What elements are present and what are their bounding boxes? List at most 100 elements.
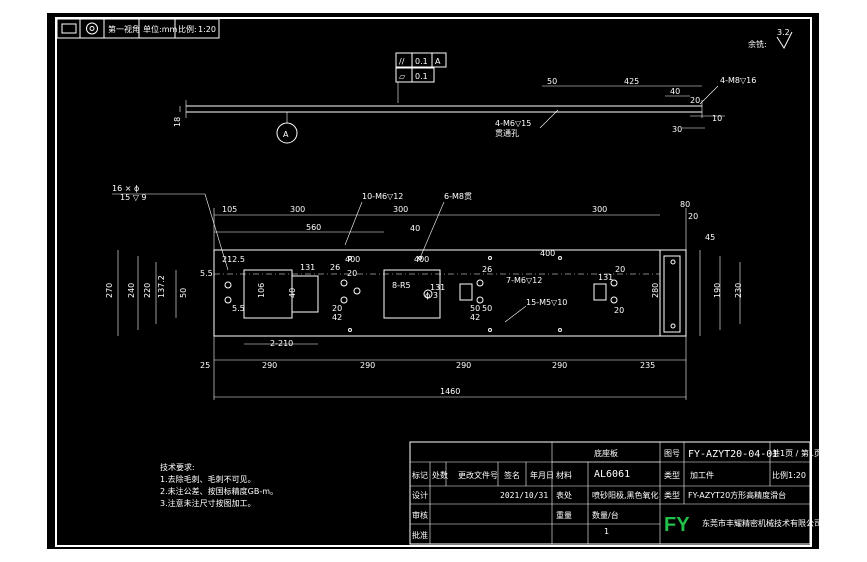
svg-text:3.注意未注尺寸按图加工。: 3.注意未注尺寸按图加工。 [160, 498, 256, 508]
svg-text:20: 20 [614, 306, 624, 315]
svg-text:共1页 / 第1页: 共1页 / 第1页 [772, 448, 822, 458]
tolerance-frames: // 0.1 A ▱ 0.1 [395, 52, 447, 103]
svg-text:240: 240 [127, 283, 136, 298]
svg-text:20: 20 [615, 265, 625, 274]
top-view: 18 A 50 425 40 20 10 30 4-M8▽16 4-M6▽15 … [173, 76, 756, 144]
svg-text:190: 190 [713, 283, 722, 298]
svg-text:10-M6▽12: 10-M6▽12 [362, 192, 403, 201]
svg-text:8-R5: 8-R5 [392, 281, 411, 290]
company-logo: FY [664, 514, 690, 536]
svg-text:105: 105 [222, 205, 237, 214]
projection-icon [61, 23, 77, 34]
technical-notes: 技术要求: 1.去除毛刺、毛刺不可见。 2.未注公差、按国标精度GB-m。 3.… [160, 462, 278, 508]
svg-text:4-M6▽15: 4-M6▽15 [495, 119, 531, 128]
svg-text:喷砂阳极,黑色氧化: 喷砂阳极,黑色氧化 [592, 490, 659, 500]
svg-text:220: 220 [143, 283, 152, 298]
drawing-number: FY-AZYT20-04-01 [688, 449, 778, 460]
svg-text:20: 20 [690, 96, 700, 105]
svg-text:加工件: 加工件 [690, 470, 714, 480]
svg-text:300: 300 [592, 205, 607, 214]
svg-text:270: 270 [105, 283, 114, 298]
svg-text:40: 40 [670, 87, 680, 96]
svg-text:290: 290 [552, 361, 567, 370]
svg-text:40: 40 [410, 224, 420, 233]
drawing-frame [47, 13, 819, 549]
company-name: 东莞市丰耀精密机械技术有限公司 [702, 518, 822, 528]
date-value: 2021/10/31 [500, 491, 548, 500]
material-value: AL6061 [594, 469, 630, 480]
svg-text:20: 20 [688, 212, 698, 221]
svg-text:5.5: 5.5 [232, 304, 245, 313]
svg-text:类型: 类型 [664, 490, 680, 500]
roughness-symbol: 余铣: 3.2 [748, 28, 793, 50]
svg-text:50: 50 [482, 304, 492, 313]
svg-text:290: 290 [360, 361, 375, 370]
svg-text:20: 20 [332, 304, 342, 313]
svg-text:300: 300 [393, 205, 408, 214]
svg-text:280: 280 [651, 283, 660, 298]
svg-text:25: 25 [200, 361, 210, 370]
svg-text:签名: 签名 [504, 470, 520, 480]
front-view: 105 300 300 300 560 400 40 400 400 212.5… [105, 184, 743, 400]
svg-text:300: 300 [290, 205, 305, 214]
svg-text:290: 290 [456, 361, 471, 370]
svg-text:50: 50 [470, 304, 480, 313]
svg-text:1.去除毛刺、毛刺不可见。: 1.去除毛刺、毛刺不可见。 [160, 474, 256, 484]
svg-text:更改文件号: 更改文件号 [458, 470, 498, 480]
title-bar: 第一视角 单位:mm 比例: 1:20 [56, 18, 220, 39]
svg-text:230: 230 [734, 283, 743, 298]
svg-text:年月日: 年月日 [530, 470, 554, 480]
svg-text:1: 1 [604, 527, 609, 536]
svg-text:131: 131 [430, 283, 445, 292]
svg-text:A: A [283, 130, 289, 139]
svg-text:贯通孔: 贯通孔 [495, 128, 519, 138]
svg-text:18: 18 [173, 117, 182, 127]
svg-text:400: 400 [540, 249, 555, 258]
svg-text:类型: 类型 [664, 470, 680, 480]
svg-text:余铣:: 余铣: [748, 39, 767, 49]
svg-text:3.2: 3.2 [777, 28, 790, 37]
svg-text:审核: 审核 [412, 510, 428, 520]
svg-text:42: 42 [470, 313, 480, 322]
svg-text:235: 235 [640, 361, 655, 370]
svg-text:ϕ 3: ϕ 3 [425, 291, 438, 300]
svg-text:2-210: 2-210 [270, 339, 293, 348]
svg-text:26: 26 [482, 265, 492, 274]
svg-text:42: 42 [332, 313, 342, 322]
svg-text:290: 290 [262, 361, 277, 370]
svg-text:425: 425 [624, 77, 639, 86]
svg-text:FY-AZYT20方形高精度滑台: FY-AZYT20方形高精度滑台 [688, 490, 786, 500]
svg-text:80: 80 [680, 200, 690, 209]
svg-text:标记: 标记 [412, 470, 428, 480]
svg-text:212.5: 212.5 [222, 255, 245, 264]
svg-text:4-M8▽16: 4-M8▽16 [720, 76, 756, 85]
svg-text:137.2: 137.2 [157, 275, 166, 298]
svg-text:26: 26 [330, 263, 340, 272]
svg-text:50: 50 [179, 288, 188, 298]
svg-text:设计: 设计 [412, 490, 428, 500]
svg-text:400: 400 [414, 255, 429, 264]
svg-text:1460: 1460 [440, 387, 460, 396]
svg-text:批准: 批准 [412, 530, 428, 540]
svg-text:A: A [435, 57, 441, 66]
svg-text:6-M8贯: 6-M8贯 [444, 192, 472, 201]
svg-text:表处: 表处 [556, 490, 572, 500]
svg-text:15-M5▽10: 15-M5▽10 [526, 298, 567, 307]
svg-text:30: 30 [672, 125, 682, 134]
svg-text:20: 20 [347, 269, 357, 278]
svg-text:第一视角: 第一视角 [108, 24, 140, 34]
svg-text:45: 45 [705, 233, 715, 242]
svg-text:16 × ϕ: 16 × ϕ [112, 184, 139, 193]
svg-text:▱: ▱ [399, 72, 406, 81]
border-frame [55, 17, 812, 547]
svg-text:400: 400 [345, 255, 360, 264]
svg-text:2.未注公差、按国标精度GB-m。: 2.未注公差、按国标精度GB-m。 [160, 486, 278, 496]
part-name: 底座板 [594, 448, 618, 458]
svg-text:单位:mm: 单位:mm [143, 24, 177, 34]
svg-text:5.5: 5.5 [200, 269, 213, 278]
svg-text:560: 560 [306, 223, 321, 232]
projection-circle-icon [86, 22, 98, 35]
svg-text:比例1:20: 比例1:20 [772, 470, 806, 480]
